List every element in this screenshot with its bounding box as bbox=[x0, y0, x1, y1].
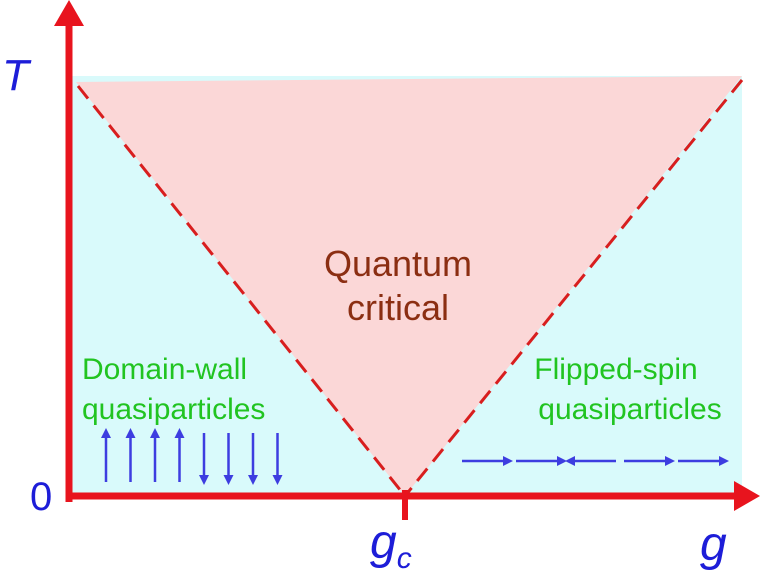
quantum-critical-region-fill bbox=[76, 76, 742, 496]
flipped-spin-label-line2: quasiparticles bbox=[538, 393, 721, 426]
domain-wall-label-line1: Domain-wall bbox=[82, 353, 247, 386]
flipped-spin-label-line1: Flipped-spin bbox=[534, 353, 697, 386]
critical-point-subscript: c bbox=[397, 542, 412, 572]
y-axis-arrowhead bbox=[54, 0, 84, 26]
quantum-critical-label-line1: Quantum bbox=[324, 243, 472, 284]
y-axis-label: T bbox=[2, 51, 32, 100]
origin-label: 0 bbox=[30, 475, 52, 519]
right-crossover-line bbox=[403, 79, 744, 497]
critical-point-symbol: g bbox=[370, 516, 397, 569]
x-axis-label: g bbox=[700, 518, 727, 571]
critical-point-label: gc bbox=[370, 516, 412, 572]
left-crossover-line bbox=[76, 85, 407, 497]
domain-wall-label-line2: quasiparticles bbox=[82, 393, 265, 426]
domain-wall-spin-arrows bbox=[101, 428, 283, 485]
x-axis-arrowhead bbox=[734, 481, 760, 511]
quantum-critical-label-line2: critical bbox=[347, 287, 449, 328]
